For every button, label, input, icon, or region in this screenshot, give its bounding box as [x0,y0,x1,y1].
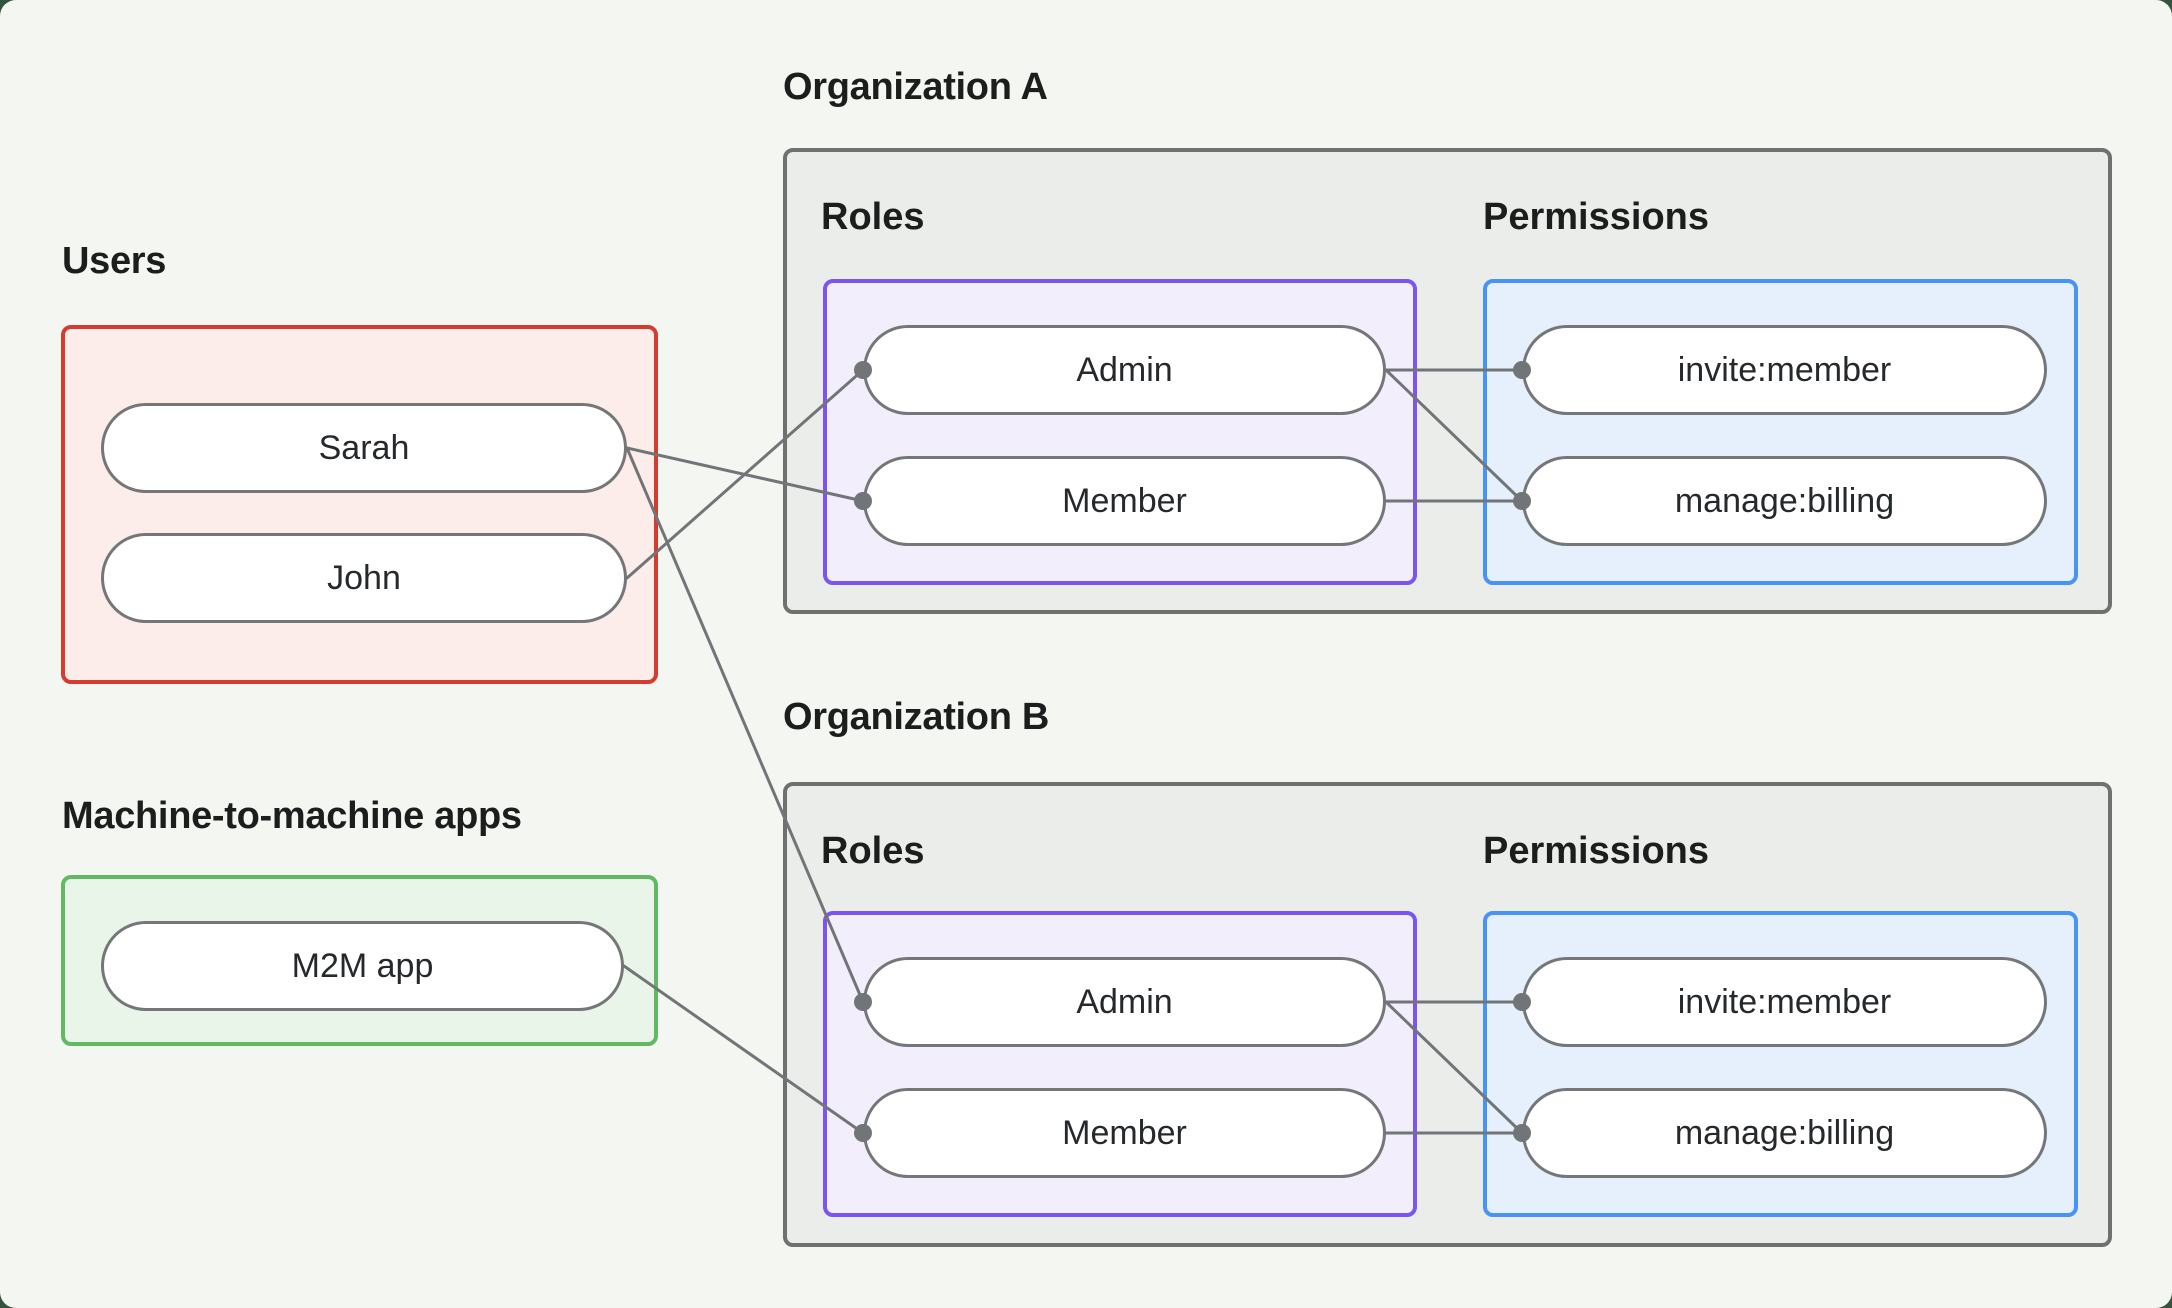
organization-a-permission-invite-member: invite:member [1522,325,2047,415]
users-group-box: Sarah John [61,325,658,684]
organization-a-box: Roles Permissions Admin Member invite:me… [783,148,2112,614]
organization-b-permissions-label: Permissions [1483,830,1709,872]
organization-b-roles-label: Roles [821,830,925,872]
organization-b-role-admin: Admin [863,957,1386,1047]
m2m-app-node: M2M app [101,921,624,1011]
m2m-group-box: M2M app [61,875,658,1046]
organization-b-box: Roles Permissions Admin Member invite:me… [783,782,2112,1247]
organization-b-permissions-box: invite:member manage:billing [1483,911,2078,1217]
organization-b-roles-box: Admin Member [823,911,1417,1217]
organization-a-role-admin: Admin [863,325,1386,415]
organization-b-permission-manage-billing: manage:billing [1522,1088,2047,1178]
users-section-label: Users [62,240,167,282]
organization-a-permission-manage-billing: manage:billing [1522,456,2047,546]
organization-b-role-member: Member [863,1088,1386,1178]
organization-a-permissions-box: invite:member manage:billing [1483,279,2078,585]
organization-a-roles-box: Admin Member [823,279,1417,585]
organization-b-title: Organization B [783,696,1050,738]
organization-a-role-member: Member [863,456,1386,546]
organization-a-roles-label: Roles [821,196,925,238]
organization-a-title: Organization A [783,66,1048,108]
user-node-john: John [101,533,627,623]
organization-a-permissions-label: Permissions [1483,196,1709,238]
organization-b-permission-invite-member: invite:member [1522,957,2047,1047]
m2m-section-label: Machine-to-machine apps [62,795,522,837]
user-node-sarah: Sarah [101,403,627,493]
